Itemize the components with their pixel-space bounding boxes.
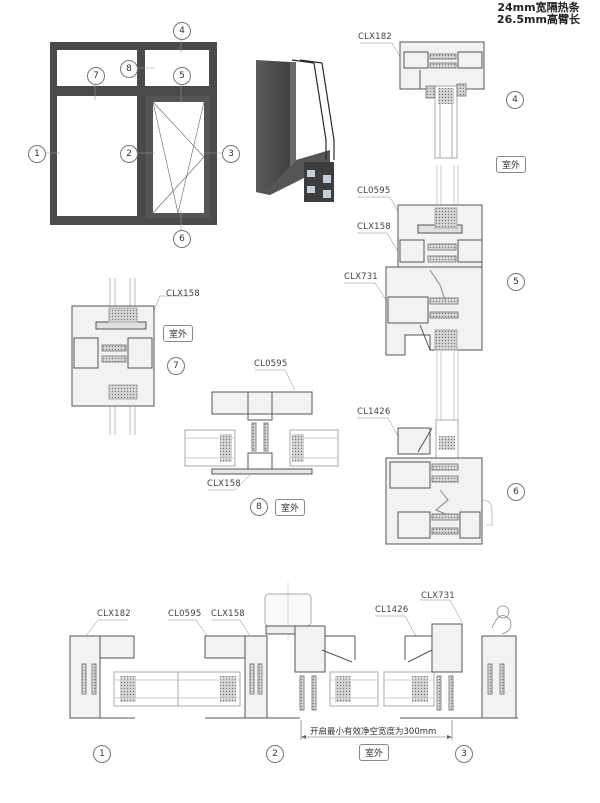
section-2-callout: 2	[266, 745, 284, 763]
outdoor-label-s7: 室外	[163, 325, 194, 342]
callout-4: 4	[173, 22, 191, 40]
callout-1: 1	[28, 145, 46, 163]
glass-continuation	[436, 165, 459, 420]
profile-label-clx731-s5: CLX731	[344, 272, 378, 282]
outdoor-label-s8: 室外	[275, 499, 306, 516]
profile-label-cl0595-s8: CL0595	[254, 359, 288, 369]
min-opening-dimension-note: 开启最小有效净空宽度为300mm	[310, 727, 437, 737]
profile-label-clx158-s5: CLX158	[357, 222, 391, 232]
section-8-drawing	[184, 369, 339, 491]
profile-label-clx182-s4: CLX182	[358, 32, 392, 42]
section-6-callout: 6	[507, 483, 525, 501]
callout-2: 2	[120, 145, 138, 163]
section-1-callout: 1	[93, 745, 111, 763]
profile-label-clx158-s7: CLX158	[166, 289, 200, 299]
outdoor-label-bottom: 室外	[359, 744, 390, 761]
section-4-callout: 4	[506, 91, 524, 109]
bottom-section-drawing	[69, 582, 518, 740]
section-5-callout: 5	[507, 273, 525, 291]
section-4-drawing	[360, 41, 485, 159]
spec-title-line-1: 24mm宽隔热条	[497, 1, 580, 14]
section-3-callout: 3	[455, 745, 473, 763]
profile-label-clx731-s3: CLX731	[421, 591, 455, 601]
profile-label-clx158-s2: CLX158	[211, 609, 245, 619]
profile-label-cl0595-s5: CL0595	[357, 186, 391, 196]
callout-3: 3	[222, 145, 240, 163]
callout-6: 6	[173, 230, 191, 248]
section-5-drawing	[344, 196, 483, 356]
spec-title: 24mm宽隔热条 26.5mm高臂长	[497, 2, 580, 26]
profile-label-clx158-s8: CLX158	[207, 479, 241, 489]
profile-label-clx182-s1: CLX182	[97, 609, 131, 619]
profile-label-cl1426-s3: CL1426	[375, 605, 409, 615]
profile-3d-render	[256, 59, 335, 202]
section-6-drawing	[357, 417, 493, 545]
section-8-callout: 8	[250, 498, 268, 516]
outdoor-label-s4: 室外	[496, 156, 527, 173]
profile-label-cl0595-s2: CL0595	[168, 609, 202, 619]
profile-label-cl1426-s6: CL1426	[357, 407, 391, 417]
callout-8: 8	[120, 60, 138, 78]
callout-7: 7	[87, 67, 105, 85]
callout-5: 5	[173, 67, 191, 85]
section-7-callout: 7	[167, 357, 185, 375]
spec-title-line-2: 26.5mm高臂长	[496, 13, 580, 26]
section-7-drawing	[71, 278, 190, 435]
